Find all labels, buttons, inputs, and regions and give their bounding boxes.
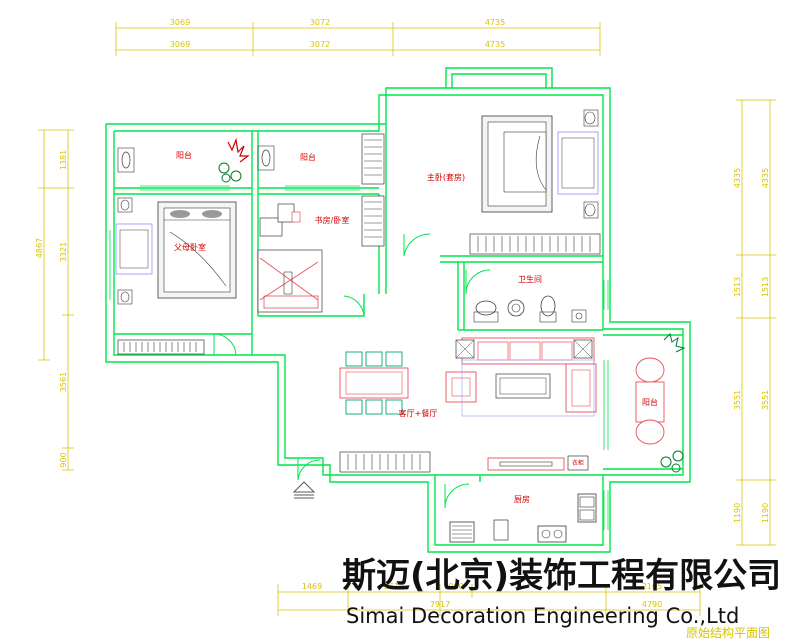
dim-bottom-5: 7917	[430, 600, 450, 609]
living-sofa-set	[445, 337, 597, 417]
dim-top-4: 3069	[170, 40, 190, 49]
dim-bottom-2: 2610	[384, 582, 404, 591]
right-balcony-furniture	[635, 333, 686, 473]
dim-right-out-2: 1513	[761, 277, 770, 297]
dining-set	[339, 351, 409, 415]
dim-left-2: 3321	[59, 242, 68, 262]
company-name-en: Simai Decoration Engineering Co.,Ltd	[346, 604, 740, 628]
label-balcony-mid: 阳台	[300, 152, 316, 162]
walls	[105, 67, 691, 553]
label-balcony-right: 阳台	[642, 397, 658, 407]
dim-top-1: 3069	[170, 18, 190, 27]
label-balcony-left: 阳台	[176, 150, 192, 160]
dim-bottom-1: 1469	[302, 582, 322, 591]
parents-bed	[115, 197, 237, 305]
dim-right-in-3: 3551	[733, 390, 742, 410]
dim-right-in-1: 4335	[733, 168, 742, 188]
label-living-dining: 客厅+餐厅	[399, 408, 438, 418]
label-parents-bedroom: 父母卧室	[174, 242, 206, 252]
dim-left-outer: 4867	[35, 238, 44, 258]
tv-cabinet	[487, 455, 589, 471]
dim-right-out-3: 3551	[761, 390, 770, 410]
bathroom-fixtures	[473, 295, 587, 323]
dim-bottom-6: 4790	[642, 600, 662, 609]
wardrobes	[117, 133, 601, 473]
dim-right-out-4: 1190	[761, 503, 770, 523]
study-furniture	[257, 203, 323, 313]
entrance-arrow-icon	[292, 481, 316, 499]
dim-top-2: 3072	[310, 18, 330, 27]
label-bathroom: 卫生间	[518, 274, 542, 284]
windows	[105, 185, 609, 530]
kitchen-fixtures	[449, 493, 597, 543]
dim-right-in-4: 1190	[733, 503, 742, 523]
wardrobe-hatching	[123, 139, 591, 470]
label-cabinet: 衣柜	[572, 459, 584, 467]
doors	[213, 233, 491, 509]
dim-bottom-4: 2165	[642, 582, 662, 591]
plan-title: 原始结构平面图	[686, 626, 771, 640]
balcony-decor	[117, 137, 275, 183]
label-study: 书房/卧室	[315, 215, 350, 225]
dim-top-6: 4735	[485, 40, 505, 49]
dim-top-3: 4735	[485, 18, 505, 27]
dim-top-5: 3072	[310, 40, 330, 49]
master-bed	[481, 109, 599, 219]
dim-left-4: 900	[59, 452, 68, 467]
dimension-lines	[38, 22, 776, 616]
label-master-bedroom: 主卧(套房)	[427, 172, 465, 182]
dim-right-in-2: 1513	[733, 277, 742, 297]
label-kitchen: 厨房	[514, 494, 530, 504]
company-name-cn: 斯迈(北京)装饰工程有限公司	[342, 556, 782, 596]
dim-left-3: 3561	[59, 372, 68, 392]
dim-right-out-1: 4335	[761, 168, 770, 188]
dim-bottom-3: 900	[448, 582, 463, 591]
dim-left-1: 1381	[59, 150, 68, 170]
